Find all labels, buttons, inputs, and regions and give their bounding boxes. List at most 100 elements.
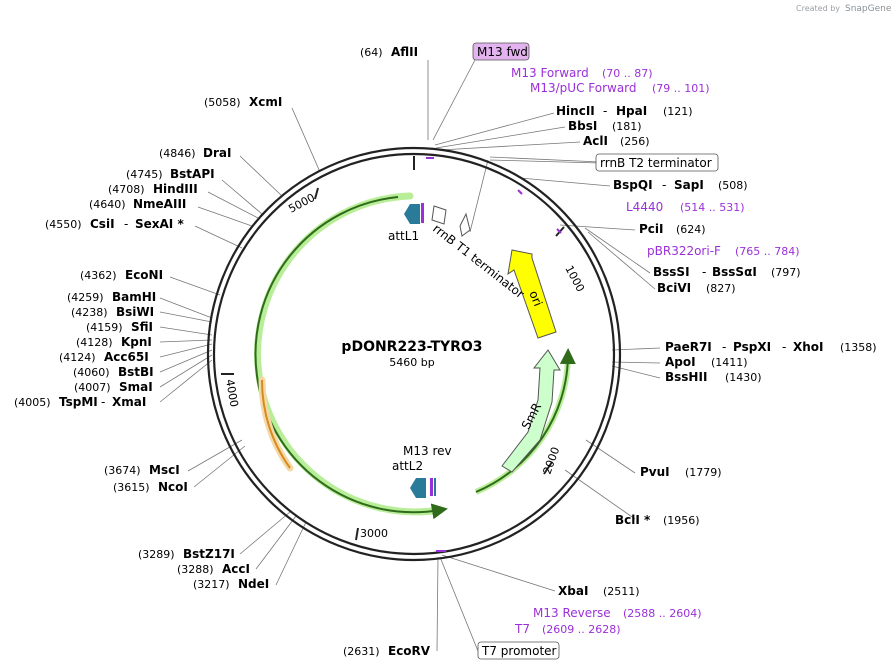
svg-text:(4550): (4550): [45, 218, 82, 231]
svg-text:(4007): (4007): [74, 381, 111, 394]
svg-text:BstZ17I: BstZ17I: [183, 547, 235, 561]
site-apoi: ApoI (1411): [665, 355, 748, 369]
site-kpni: (4128) KpnI: [76, 335, 152, 349]
svg-text:(181): (181): [612, 120, 642, 133]
tick-label-4000: 4000: [223, 378, 241, 408]
svg-text:HpaI: HpaI: [616, 104, 647, 118]
svg-text:-: -: [603, 104, 607, 118]
site-acci: (3288) AccI: [177, 562, 250, 576]
svg-text:(2609 .. 2628): (2609 .. 2628): [542, 623, 621, 636]
svg-text:(70 .. 87): (70 .. 87): [602, 67, 653, 80]
svg-text:T7 promoter: T7 promoter: [481, 644, 557, 658]
tick-marks: [221, 156, 565, 541]
svg-text:(3289): (3289): [138, 548, 175, 561]
svg-text:HincII: HincII: [556, 104, 595, 118]
svg-text:M13/pUC Forward: M13/pUC Forward: [530, 81, 637, 95]
smr-feature-arrow: [501, 349, 561, 473]
site-bstapi: (4745) BstAPI: [126, 167, 215, 181]
orf-arc: [254, 192, 448, 520]
svg-text:(4060): (4060): [73, 366, 110, 379]
site-aflii: (64) AflII: [360, 45, 418, 59]
svg-text:(4846): (4846): [159, 147, 196, 160]
svg-text:(79 .. 101): (79 .. 101): [652, 82, 710, 95]
tick-label-2000: 2000: [541, 445, 563, 476]
svg-text:BssSI: BssSI: [653, 265, 690, 279]
svg-text:PciI: PciI: [639, 222, 664, 236]
svg-text:(1779): (1779): [685, 466, 722, 479]
attl1-feature: [404, 203, 471, 237]
orange-feature-arc: [258, 376, 294, 472]
svg-text:T7: T7: [514, 622, 530, 636]
svg-text:(3674): (3674): [104, 464, 141, 477]
svg-text:XcmI: XcmI: [249, 95, 282, 109]
site-pcii: PciI (624): [639, 222, 706, 236]
site-xcmi: (5058) XcmI: [204, 95, 282, 109]
tick-label-5000: 5000: [286, 191, 317, 216]
svg-text:BssSαI: BssSαI: [712, 265, 757, 279]
svg-text:(1430): (1430): [725, 371, 762, 384]
svg-text:PaeR7I: PaeR7I: [665, 340, 712, 354]
site-pvui: PvuI (1779): [640, 465, 722, 479]
svg-text:-: -: [101, 395, 105, 409]
svg-text:EcoRV: EcoRV: [388, 644, 431, 658]
svg-text:M13 Forward: M13 Forward: [511, 66, 589, 80]
svg-text:(4005): (4005): [14, 396, 51, 409]
site-hindiii: (4708) HindIII: [108, 182, 198, 196]
svg-text:BamHI: BamHI: [112, 290, 156, 304]
svg-text:(4640): (4640): [89, 198, 126, 211]
svg-text:BsiWI: BsiWI: [116, 305, 154, 319]
site-bstz17i: (3289) BstZ17I: [138, 547, 235, 561]
site-msci: (3674) MscI: [104, 463, 180, 477]
credit-text: Created by: [796, 4, 840, 13]
site-bspqi-sapi: BspQI - SapI (508): [613, 178, 748, 192]
svg-text:(4362): (4362): [80, 269, 117, 282]
svg-text:(514 .. 531): (514 .. 531): [680, 201, 745, 214]
site-ndei: (3217) NdeI: [193, 577, 269, 591]
svg-text:NcoI: NcoI: [158, 480, 188, 494]
svg-text:BbsI: BbsI: [568, 119, 597, 133]
ori-feature-arrow: [507, 249, 557, 339]
svg-text:HindIII: HindIII: [153, 182, 198, 196]
primer-t7: T7 (2609 .. 2628): [514, 622, 621, 636]
svg-text:(1358): (1358): [840, 341, 877, 354]
svg-text:rrnB T2 terminator: rrnB T2 terminator: [600, 156, 712, 170]
svg-text:(64): (64): [360, 46, 383, 59]
svg-text:AccI: AccI: [222, 562, 250, 576]
site-bcli: BclI * (1956): [615, 513, 700, 527]
svg-text:DraI: DraI: [203, 146, 231, 160]
svg-text:M13 Reverse: M13 Reverse: [533, 606, 611, 620]
svg-text:(4745): (4745): [126, 168, 163, 181]
plasmid-backbone: [206, 146, 622, 562]
svg-text:(827): (827): [706, 282, 736, 295]
smr-arc: [474, 348, 576, 495]
plasmid-length: 5460 bp: [389, 356, 434, 369]
primer-pbr322ori-f: pBR322ori-F (765 .. 784): [647, 244, 800, 258]
svg-text:(797): (797): [771, 266, 801, 279]
site-sfii: (4159) SfiI: [86, 320, 153, 334]
svg-text:(4259): (4259): [67, 291, 104, 304]
primer-marks: [426, 157, 562, 552]
svg-text:L4440: L4440: [626, 200, 663, 214]
site-ecorv: (2631) EcoRV: [343, 644, 431, 658]
svg-text:(3288): (3288): [177, 563, 214, 576]
svg-text:-: -: [662, 178, 666, 192]
svg-text:BspQI: BspQI: [613, 178, 653, 192]
svg-text:SapI: SapI: [674, 178, 704, 192]
svg-text:BstAPI: BstAPI: [170, 167, 215, 181]
svg-text:BciVI: BciVI: [657, 281, 691, 295]
svg-text:(508): (508): [718, 179, 748, 192]
attl2-label: attL2: [392, 459, 423, 473]
svg-text:Acc65I: Acc65I: [104, 350, 149, 364]
svg-text:(765 .. 784): (765 .. 784): [735, 245, 800, 258]
svg-text:(4708): (4708): [108, 183, 145, 196]
site-econi: (4362) EcoNI: [80, 268, 163, 282]
svg-text:NmeAIII: NmeAIII: [133, 197, 186, 211]
svg-text:-: -: [124, 217, 128, 231]
svg-text:XhoI: XhoI: [793, 340, 824, 354]
svg-text:NdeI: NdeI: [238, 577, 269, 591]
site-acli: AclI (256): [583, 134, 650, 148]
svg-text:ApoI: ApoI: [665, 355, 696, 369]
svg-text:(624): (624): [676, 223, 706, 236]
site-ncoi: (3615) NcoI: [113, 480, 188, 494]
svg-text:MscI: MscI: [149, 463, 180, 477]
